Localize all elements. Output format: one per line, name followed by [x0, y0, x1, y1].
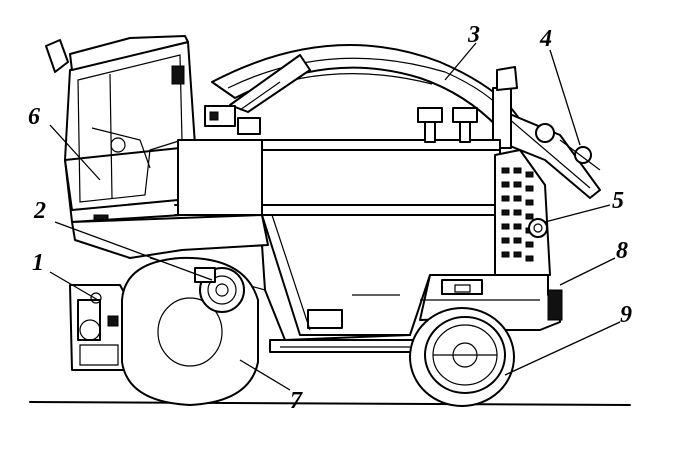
- label-5: 5: [612, 188, 624, 214]
- leader-lines: [49, 42, 621, 391]
- front-wheel: [121, 256, 259, 406]
- label-8: 8: [616, 238, 628, 264]
- label-3: 3: [467, 22, 480, 48]
- digging-unit: [69, 284, 129, 371]
- cab-platform: [177, 81, 281, 216]
- operator-cab: [45, 35, 196, 238]
- label-4: 4: [539, 26, 552, 52]
- rear-wheel: [409, 307, 515, 407]
- label-6: 6: [28, 104, 40, 130]
- lower-chassis: [71, 214, 421, 353]
- engine-compartment: [494, 149, 551, 276]
- label-9: 9: [620, 302, 632, 328]
- label-1: 1: [32, 250, 44, 276]
- label-7: 7: [290, 388, 303, 414]
- engine-grille: [501, 167, 534, 262]
- conveyor-arm: [211, 44, 601, 199]
- callout-labels: 1 2 3 4 5 6 7 8 9: [28, 22, 632, 414]
- ground-line: [29, 401, 631, 406]
- exhaust-stack: [492, 66, 518, 149]
- label-2: 2: [33, 198, 46, 224]
